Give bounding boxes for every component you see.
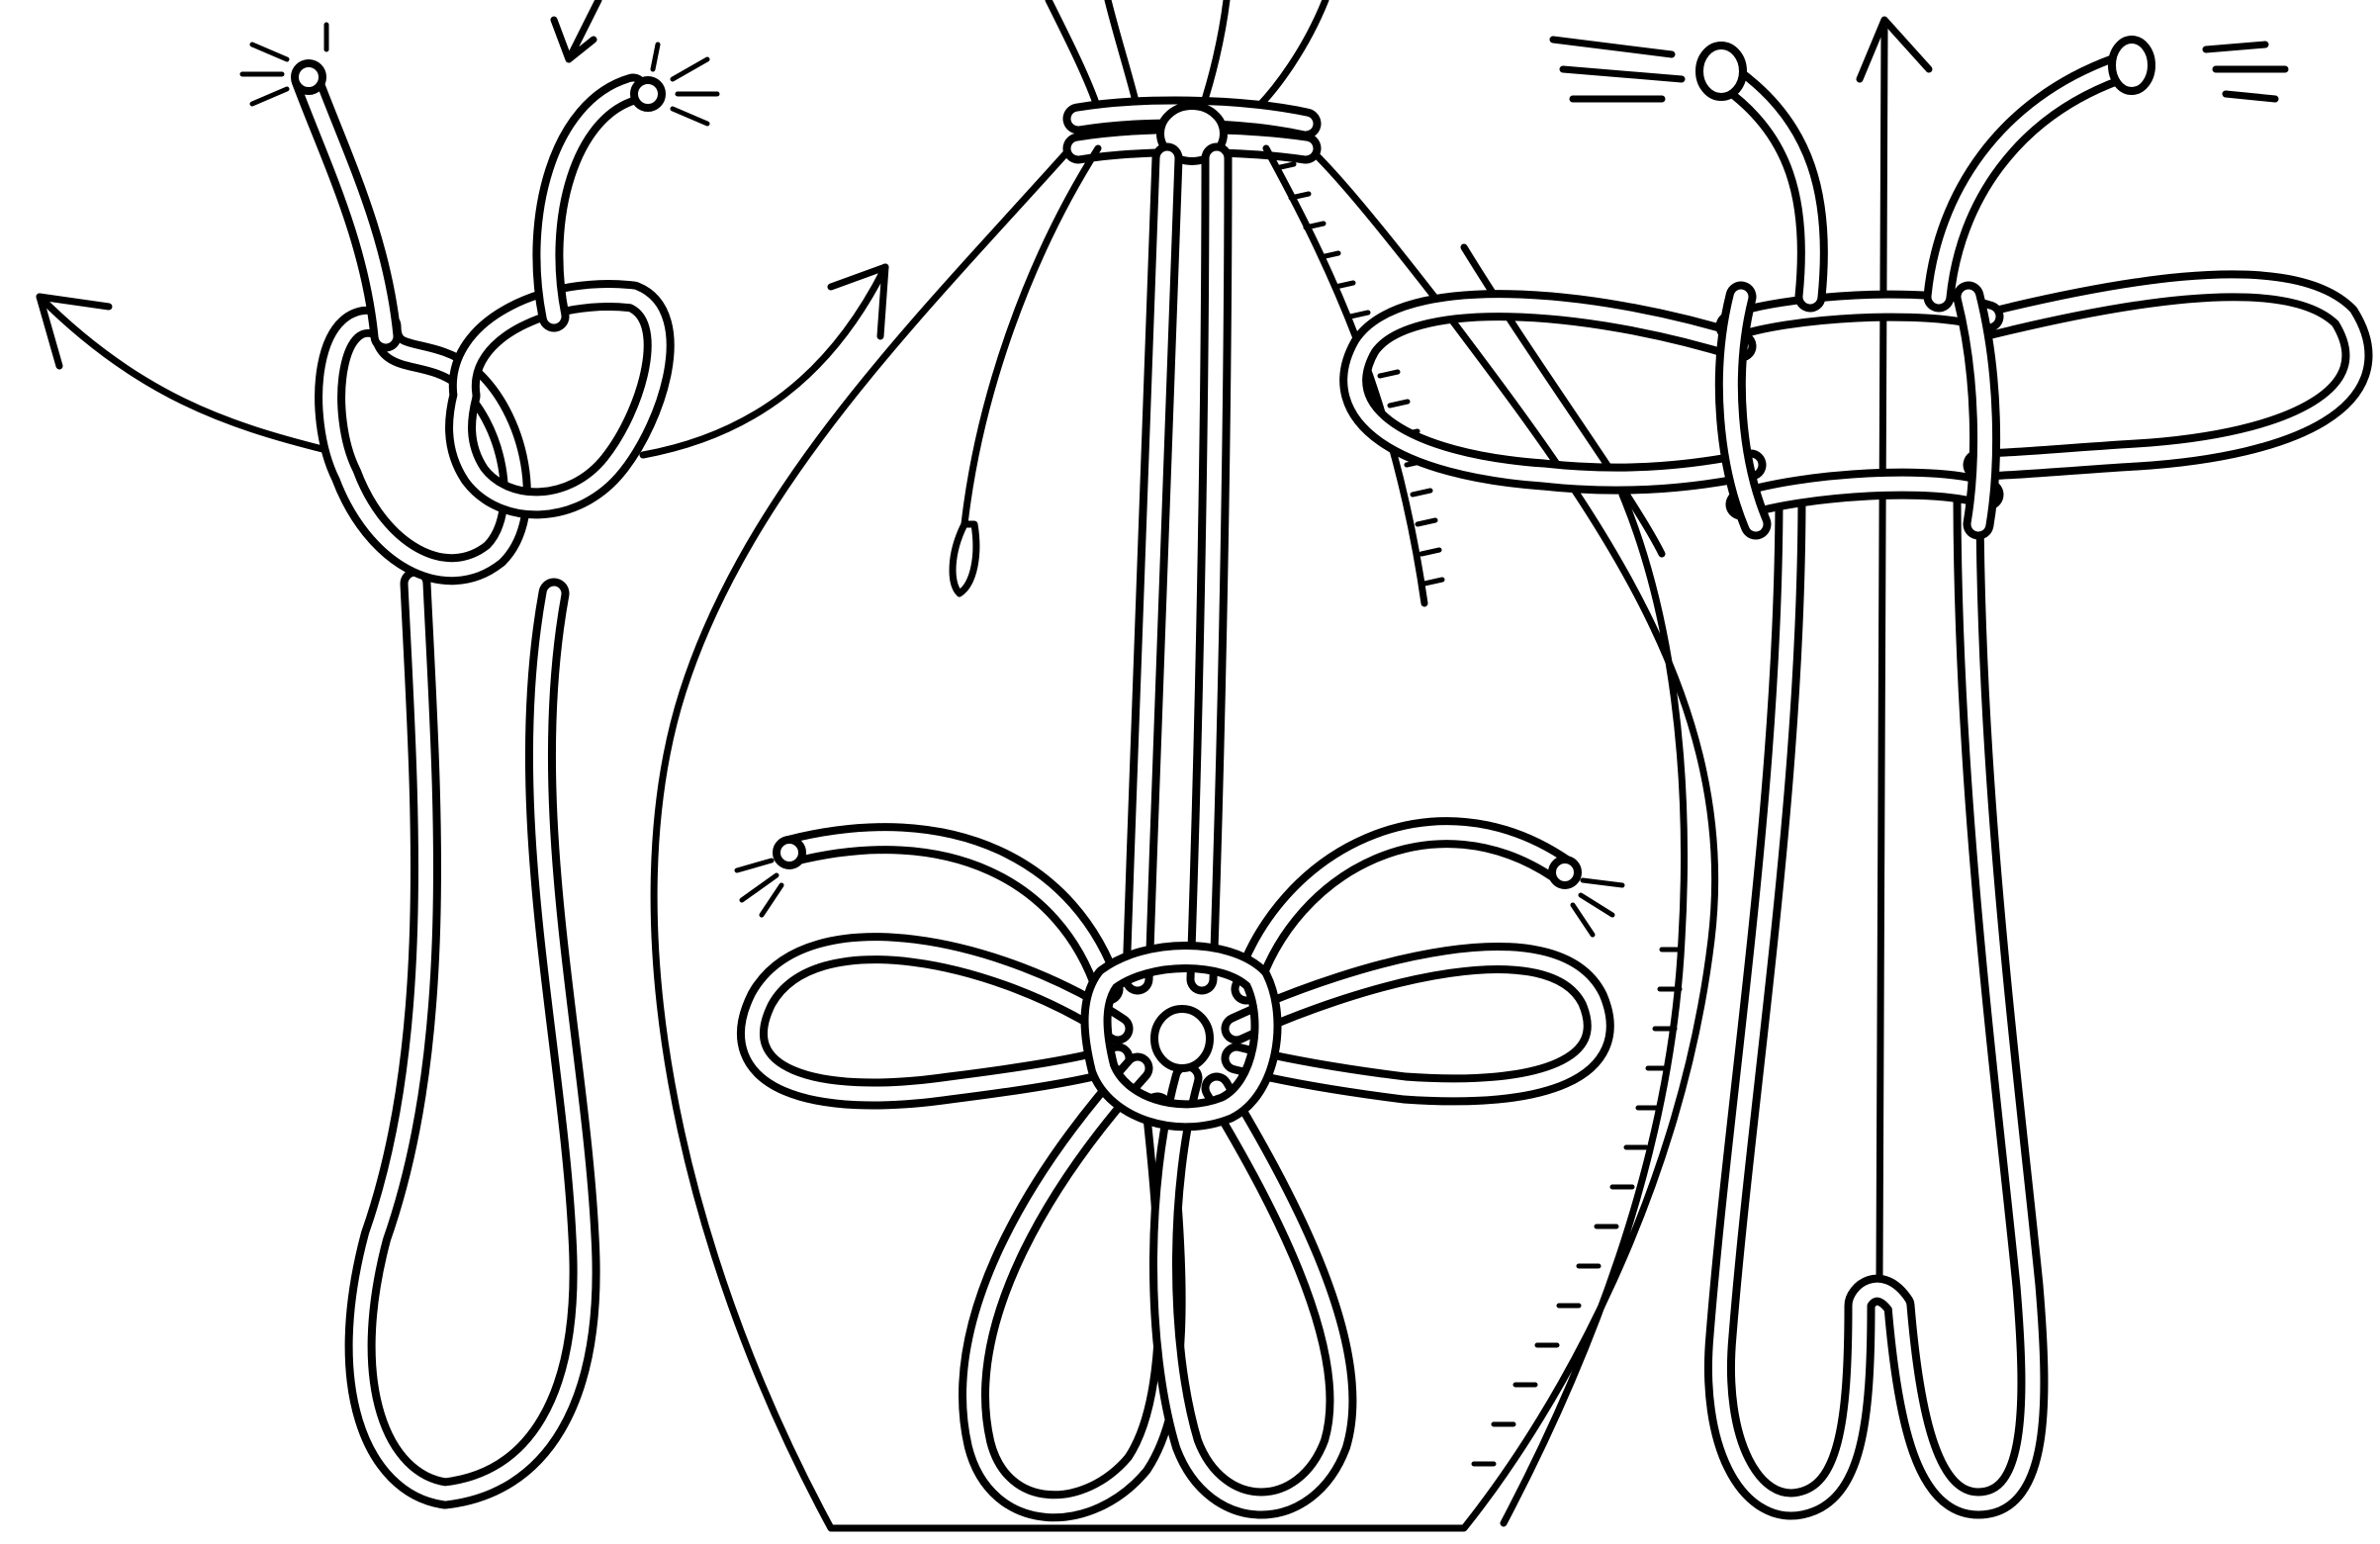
left-cord-tip-b <box>634 80 662 108</box>
bag-top-cord-right-2 <box>1256 0 1326 109</box>
right-cord-tip-b <box>2112 40 2151 91</box>
right-up-arrowhead <box>1860 20 1929 79</box>
bag-top-cord-right <box>1202 0 1227 109</box>
bag-top-cord-left-2 <box>1108 0 1138 109</box>
bow-tassel-tip-left <box>777 840 802 865</box>
right-cord-end-b <box>1939 69 2117 297</box>
right-long-loop <box>1719 495 2033 1504</box>
right-motion-lines-left <box>1553 40 1682 99</box>
bow-tassel-tip-right <box>1552 860 1578 885</box>
right-cord-tip-a <box>1699 45 1743 97</box>
right-center-cord <box>1879 30 1884 1276</box>
left-cord-tip-a <box>295 63 322 91</box>
left-long-loop-outer <box>360 584 585 1494</box>
right-motion-lines-right <box>2206 45 2285 99</box>
top-down-arrow <box>554 0 598 59</box>
left-arrow-curve <box>40 297 326 450</box>
bag-top-cord-left <box>1049 0 1098 109</box>
center-bag-figure <box>654 0 1715 1528</box>
bow-center-hole <box>1154 1009 1210 1068</box>
